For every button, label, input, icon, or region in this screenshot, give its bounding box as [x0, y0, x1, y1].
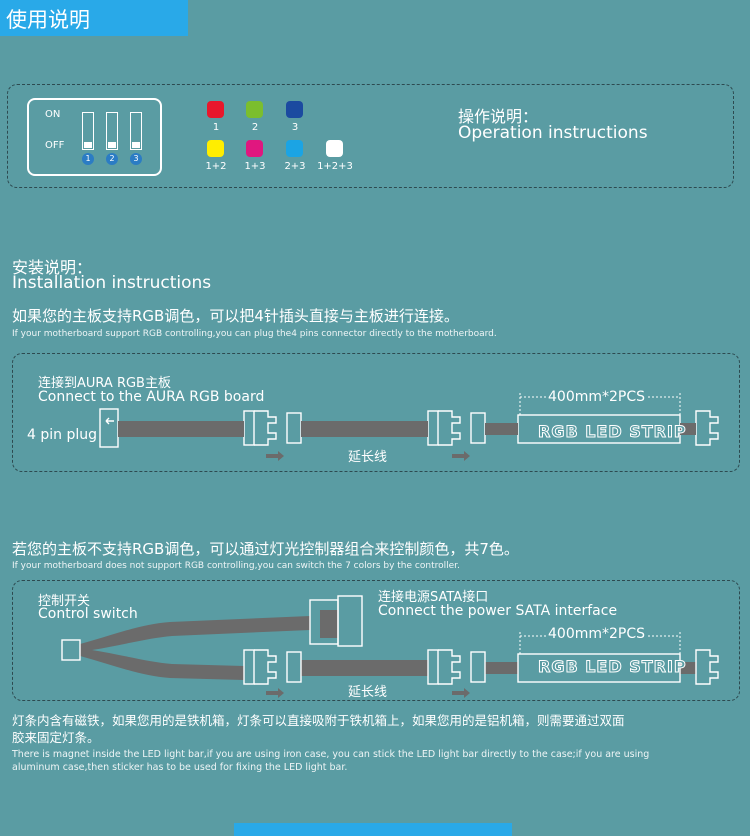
case2-sata-connector-inner — [337, 595, 363, 647]
case2-connector-male-1 — [243, 649, 255, 685]
operation-title-en: Operation instructions — [458, 123, 648, 143]
installation-title-en: Installation instructions — [12, 273, 212, 293]
magnet-note-cn-line1: 灯条内含有磁铁，如果您用的是铁机箱，灯条可以直接吸附于铁机箱上，如果您用的是铝机… — [12, 713, 625, 728]
color-swatch-yellow — [207, 140, 224, 157]
case2-led-strip-body — [517, 653, 681, 683]
case2-control-switch-body — [61, 639, 81, 661]
case1-cable-segment-1 — [118, 421, 244, 437]
section-header-tab: 使用说明 — [0, 0, 188, 36]
case2-strip-label: RGB LED STRIP — [538, 657, 687, 677]
case1-direction-arrow-icon-2 — [452, 451, 470, 461]
case1-extension-label: 延长线 — [348, 450, 388, 465]
case1-cable-segment-2 — [301, 421, 428, 437]
color-swatch-magenta — [246, 140, 263, 157]
case2-heading-en: If your motherboard does not support RGB… — [12, 561, 460, 571]
dip-switch-3 — [130, 112, 142, 150]
switch-off-label: OFF — [45, 140, 65, 151]
case2-direction-arrow-icon-1 — [266, 688, 284, 698]
case2-direction-arrow-icon-2 — [452, 688, 470, 698]
swatch-label: 2 — [251, 122, 259, 133]
case1-plug-label: 4 pin plug — [27, 427, 97, 443]
color-swatch-green — [246, 101, 263, 118]
case1-connect-cn: 连接到AURA RGB主板 — [38, 376, 171, 391]
magnet-note-en-line2: aluminum case,then sticker has to be use… — [12, 762, 348, 773]
case2-sata-cable-body — [320, 610, 338, 638]
case2-strip-end-connector — [695, 649, 719, 685]
dip-switch-2 — [106, 112, 118, 150]
swatch-label: 1+3 — [244, 161, 266, 172]
case1-length-label: 400mm*2PCS — [546, 389, 648, 405]
swatch-label: 2+3 — [284, 161, 306, 172]
color-swatch-red — [207, 101, 224, 118]
case1-strip-label: RGB LED STRIP — [538, 422, 687, 442]
case2-diagram-box — [12, 580, 740, 701]
case2-extension-label: 延长线 — [348, 685, 388, 700]
case2-switch-en: Control switch — [38, 606, 138, 622]
section-title: 使用说明 — [6, 8, 90, 32]
case2-connector-female-1 — [286, 651, 302, 683]
switch-number-3-badge: 3 — [130, 153, 142, 165]
case2-connector-teeth-2 — [438, 649, 461, 685]
magnet-note-cn-line2: 胶来固定灯条。 — [12, 730, 100, 745]
case2-length-label: 400mm*2PCS — [546, 626, 648, 642]
installation-title-cn: 安装说明： — [12, 258, 93, 277]
case1-heading-en: If your motherboard support RGB controll… — [12, 329, 497, 339]
swatch-label: 1+2+3 — [317, 161, 353, 172]
case2-strip-lead — [485, 662, 518, 674]
case1-direction-arrow-icon-1 — [266, 451, 284, 461]
case2-wiring-diagram — [61, 595, 719, 698]
case1-strip-end-connector — [695, 410, 719, 446]
case1-connector-male-1 — [243, 410, 255, 446]
case2-heading-cn: 若您的主板不支持RGB调色，可以通过灯光控制器组合来控制颜色，共7色。 — [12, 540, 519, 558]
operation-box — [7, 84, 734, 188]
swatch-label: 1 — [212, 122, 220, 133]
swatch-label: 3 — [291, 122, 299, 133]
swatch-label: 1+2 — [205, 161, 227, 172]
case2-sata-cn: 连接电源SATA接口 — [378, 590, 489, 605]
case1-strip-lead — [485, 423, 518, 435]
switch-on-label: ON — [45, 109, 61, 120]
case1-connector-female-1 — [286, 412, 302, 444]
color-swatch-blue — [286, 101, 303, 118]
dip-switch-panel: ON OFF 1 2 3 — [27, 98, 162, 176]
bottom-tab-decoration — [234, 823, 512, 836]
switch-number-2-badge: 2 — [106, 153, 118, 165]
case2-connector-male-2 — [427, 649, 439, 685]
case1-connector-teeth-1 — [254, 410, 277, 446]
case1-connector-teeth-2 — [438, 410, 461, 446]
case1-4pin-plug-body — [99, 408, 119, 448]
case1-plug-arrow-icon — [105, 417, 114, 425]
color-swatch-cyan — [286, 140, 303, 157]
case2-cable-segment-2 — [301, 660, 428, 676]
case1-strip-lead-right — [680, 423, 696, 435]
case2-controller-cable-split — [80, 616, 310, 680]
dip-switch-1 — [82, 112, 94, 150]
case1-connector-male-2 — [427, 410, 439, 446]
case1-connect-en: Connect to the AURA RGB board — [38, 389, 265, 405]
magnet-note-en-line1: There is magnet inside the LED light bar… — [12, 749, 650, 760]
case2-sata-en: Connect the power SATA interface — [378, 603, 618, 619]
operation-title-cn: 操作说明： — [458, 107, 539, 126]
case1-connector-female-2 — [470, 412, 486, 444]
case1-diagram-box — [12, 353, 740, 472]
switch-number-1-badge: 1 — [82, 153, 94, 165]
color-swatch-white — [326, 140, 343, 157]
case1-heading-cn: 如果您的主板支持RGB调色，可以把4针插头直接与主板进行连接。 — [12, 307, 459, 325]
case2-connector-female-2 — [470, 651, 486, 683]
case2-connector-teeth-1 — [254, 649, 277, 685]
case2-switch-cn: 控制开关 — [38, 594, 91, 609]
case2-strip-lead-right — [680, 662, 696, 674]
